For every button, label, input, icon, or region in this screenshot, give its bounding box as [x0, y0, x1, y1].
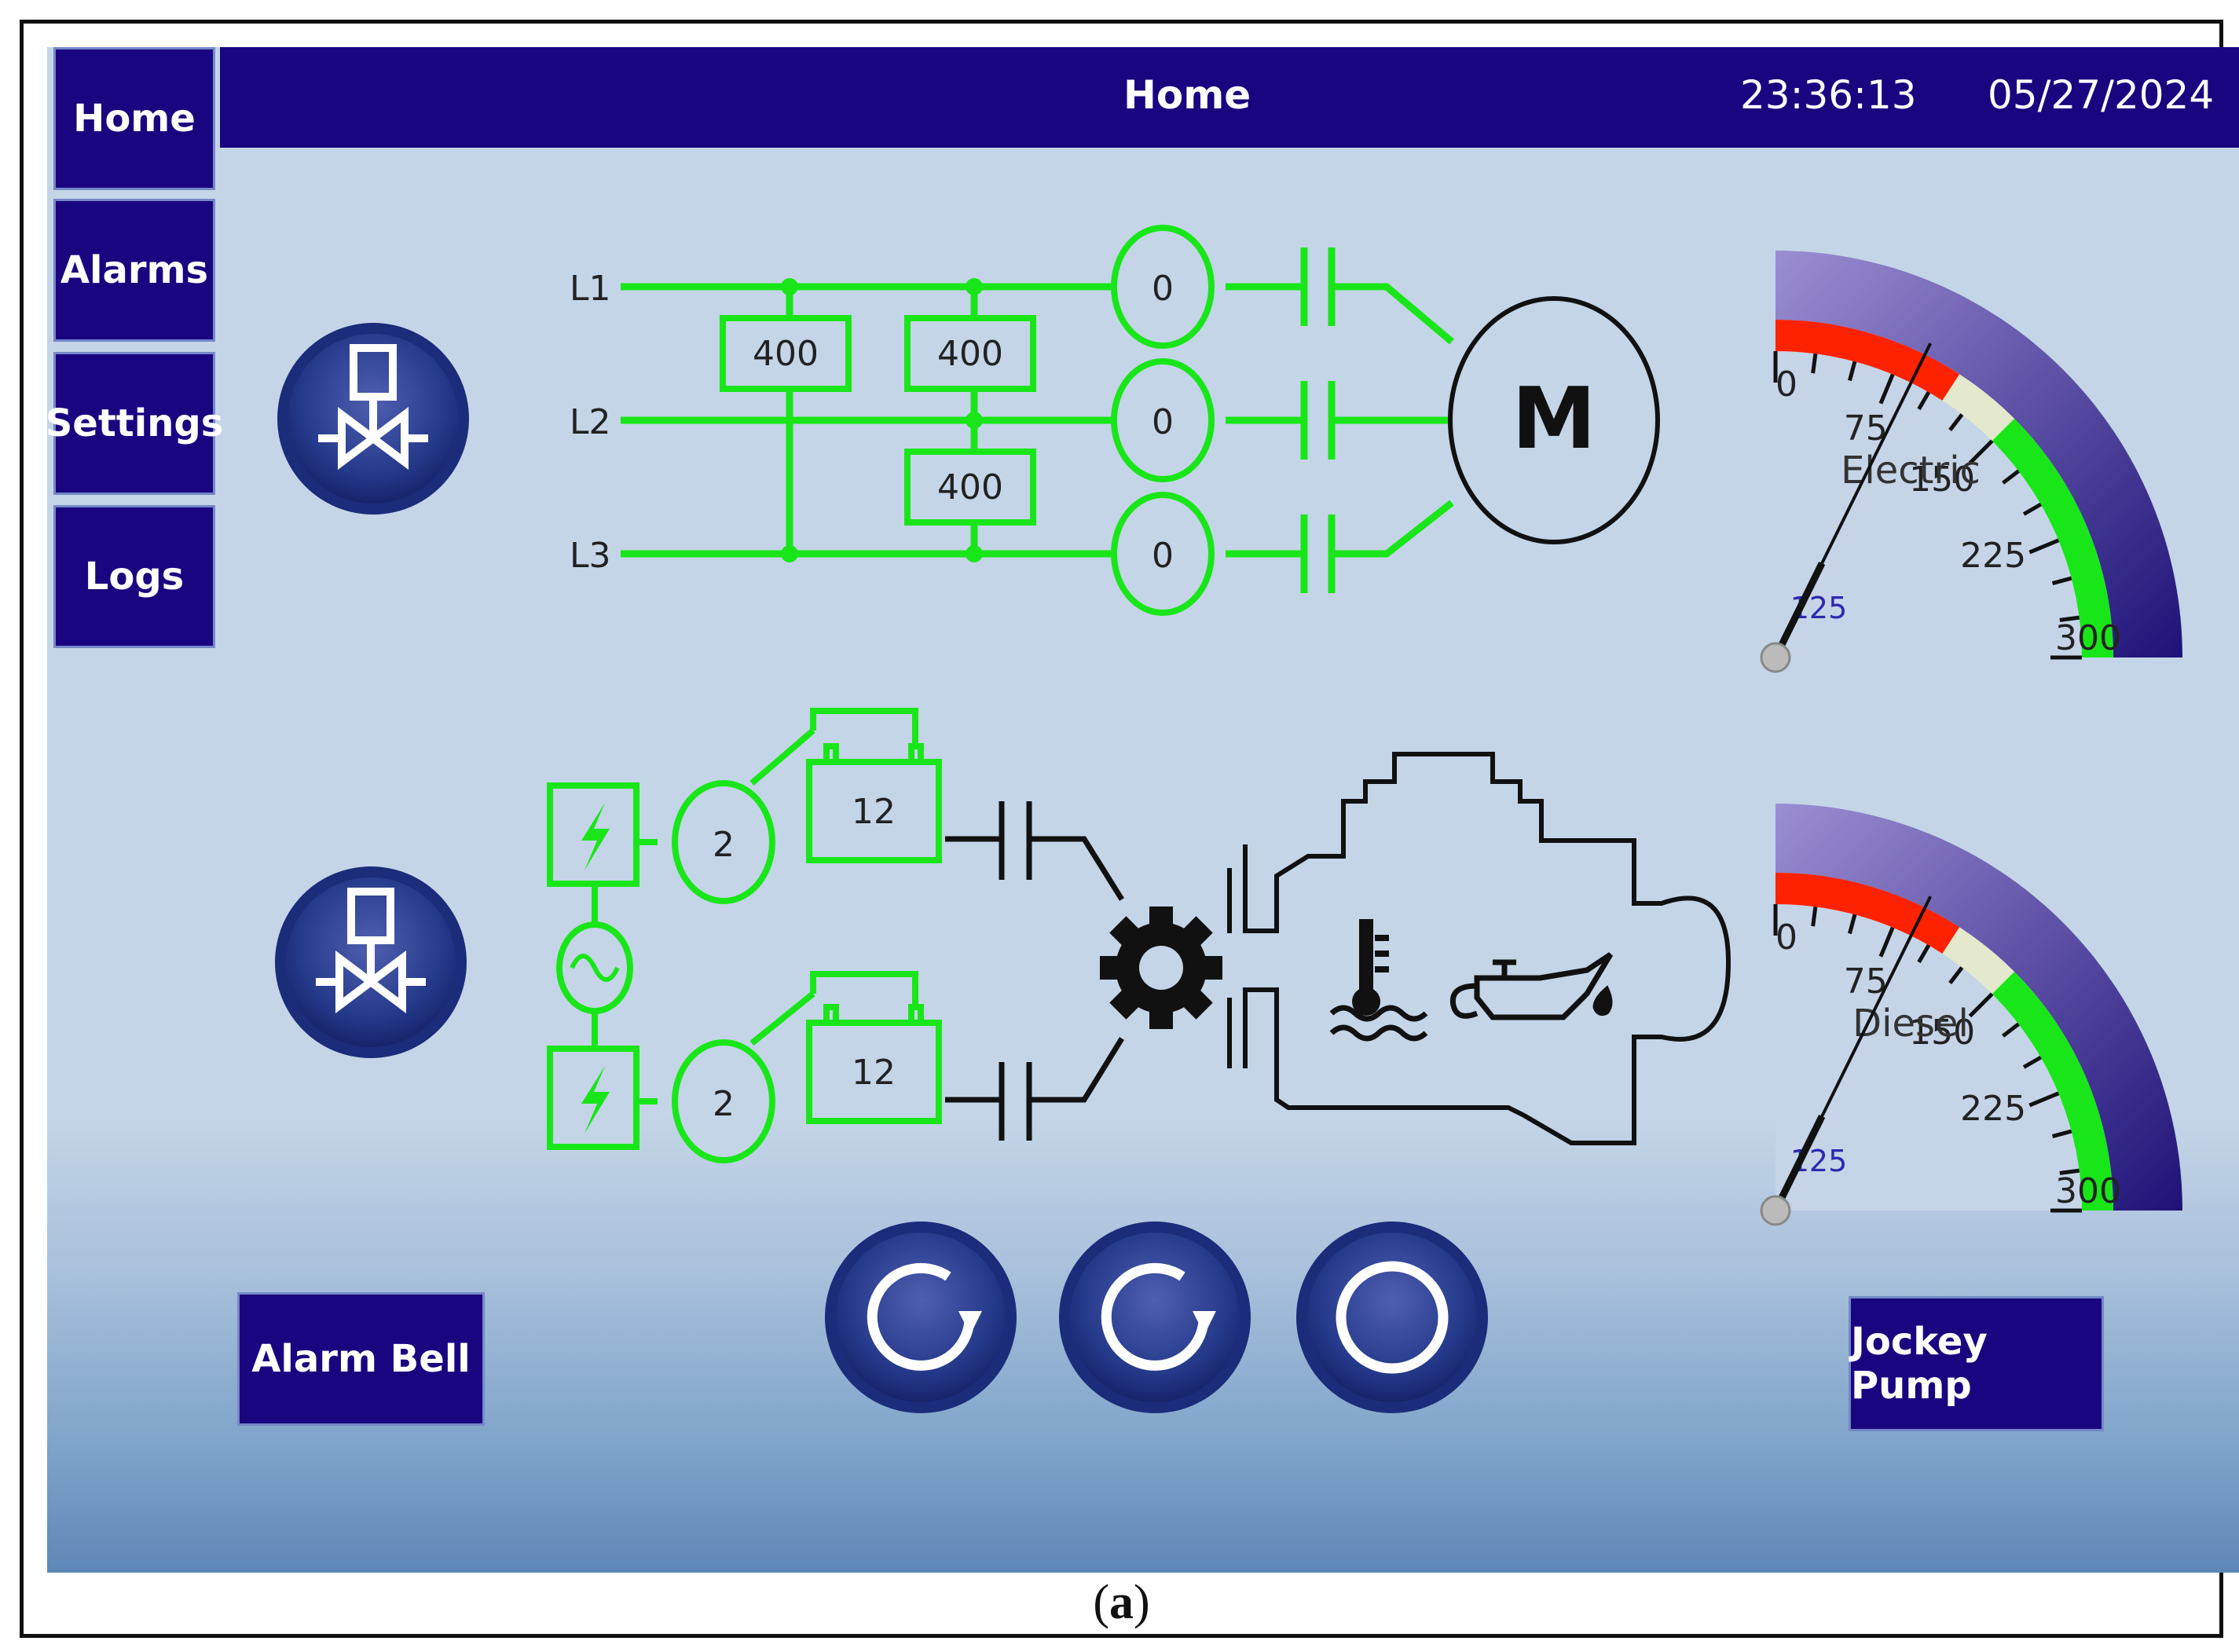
nav-home-button[interactable]: Home: [53, 47, 215, 190]
stop-button[interactable]: [1296, 1222, 1488, 1413]
line-label-l3: L3: [570, 536, 611, 576]
gauge-tick: [1848, 914, 1857, 935]
line-label-l2: L2: [570, 402, 611, 442]
gauge-tick: [1811, 353, 1818, 374]
nav-logs-button[interactable]: Logs: [53, 505, 215, 648]
gauge-tick: [1878, 373, 1895, 405]
clock-time: 23:36:13: [1740, 72, 1917, 118]
gauge-tick: [2028, 1091, 2060, 1108]
gauge-tick: [1878, 926, 1895, 958]
voltage-reading-l1l3: 400: [937, 334, 1003, 374]
engine-outline-icon: [1227, 752, 1731, 1145]
gauge-tick-label: 300: [2055, 618, 2121, 658]
gauge-tick-label: 0: [1775, 364, 1797, 405]
nav-settings-button[interactable]: Settings: [47, 352, 223, 495]
nav-alarms-button[interactable]: Alarms: [53, 199, 215, 342]
gauge-tick: [2002, 469, 2020, 485]
gauge-tick: [2022, 1055, 2042, 1069]
charger-reading-2: 2: [713, 1084, 735, 1124]
gauge-tick: [1968, 992, 1994, 1018]
motor-symbol: M: [1512, 370, 1596, 468]
gauge-tick: [2028, 538, 2060, 555]
gauge-tick-label: 0: [1775, 918, 1797, 958]
restart-button[interactable]: [1059, 1222, 1251, 1413]
gauge-tick-label: 300: [2055, 1171, 2121, 1211]
gauge-tick: [1811, 907, 1818, 927]
gauge-tick-label: 225: [1960, 1089, 2026, 1129]
current-reading-l2: 0: [1152, 402, 1174, 442]
gauge-title: Electric: [1841, 449, 1981, 493]
gauge-needle-base: [1772, 1115, 1826, 1212]
gauge-rim: [1775, 804, 2182, 1211]
valve-icon: [316, 888, 426, 1013]
gauge-tick: [2051, 576, 2072, 585]
gauge-tick: [1948, 413, 1964, 431]
gauge-tick-label: 225: [1960, 536, 2026, 576]
voltage-reading-l2l3: 400: [937, 467, 1003, 507]
valve-button-diesel[interactable]: [275, 866, 467, 1058]
gauge-tick-label: 150: [1909, 460, 1975, 500]
gauge-tick-label: 150: [1909, 1013, 1975, 1053]
gauge-rim: [1775, 251, 2182, 658]
gauge-tick: [2051, 1129, 2072, 1138]
current-reading-l1: 0: [1152, 269, 1174, 309]
battery-voltage-1: 12: [852, 792, 896, 832]
gauge-normal-zone: [1992, 971, 2113, 1211]
line-label-l1: L1: [570, 269, 611, 309]
charger-reading-1: 2: [713, 825, 735, 865]
gauge-needle-base: [1772, 562, 1826, 659]
gauge-tick: [1917, 944, 1931, 964]
voltage-reading-l1l2: 400: [753, 334, 819, 374]
coolant-temperature-icon: [1329, 919, 1428, 1042]
gauge-pivot: [1760, 642, 1791, 673]
valve-button-electric[interactable]: [277, 323, 469, 515]
oil-can-icon: [1449, 952, 1614, 1020]
gauge-tick: [2059, 1168, 2080, 1175]
gauge-tick: [2022, 502, 2042, 516]
valve-icon: [318, 344, 428, 470]
jockey-pump-button[interactable]: Jockey Pump: [1849, 1296, 2104, 1431]
gauge-tick: [1848, 361, 1857, 382]
gauge-title: Diesel: [1852, 1002, 1969, 1046]
gauge-normal-zone: [1992, 418, 2113, 658]
gauge-pivot: [1760, 1195, 1791, 1226]
gauge-tick: [1917, 391, 1931, 411]
electric-diagram: L1 L2 L3 400 400 400 0 0 0 M: [570, 225, 1660, 616]
gauge-caution-zone: [1942, 374, 2015, 441]
figure-frame: Home 23:36:13 05/27/2024 Home Alarms Set…: [20, 20, 2239, 1638]
gauge-tick: [1948, 966, 1964, 984]
gauge-tick: [2002, 1022, 2020, 1038]
figure-caption: (a): [1093, 1576, 1150, 1629]
start-button[interactable]: [825, 1222, 1017, 1413]
page-title: Home: [1123, 72, 1251, 118]
gauge-tick: [2059, 615, 2080, 622]
clock-date: 05/27/2024: [1988, 72, 2215, 118]
gear-icon: [1100, 907, 1222, 1029]
hmi-screen: Home 23:36:13 05/27/2024 Home Alarms Set…: [47, 47, 2239, 1573]
diesel-diagram: 2 2 12 12: [547, 708, 1731, 1163]
alarm-bell-button[interactable]: Alarm Bell: [237, 1292, 485, 1426]
current-reading-l3: 0: [1152, 536, 1174, 576]
gauge-caution-zone: [1942, 927, 2015, 994]
header-bar: Home 23:36:13 05/27/2024: [220, 47, 2239, 148]
gauge-tick: [1968, 439, 1994, 465]
battery-voltage-2: 12: [852, 1053, 896, 1093]
